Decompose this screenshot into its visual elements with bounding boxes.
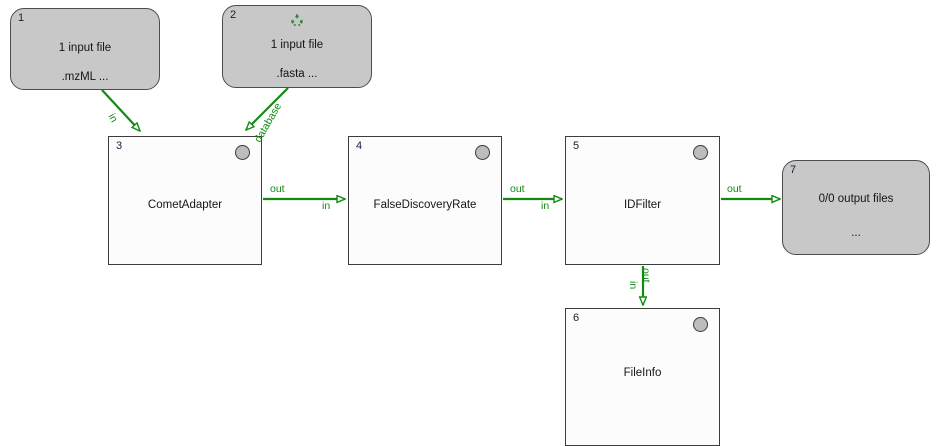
node-6-file-info[interactable]: 6 FileInfo (565, 308, 720, 446)
node-output-count: 0/0 output files (818, 193, 894, 205)
status-indicator-icon[interactable] (235, 145, 250, 160)
node-3-comet-adapter[interactable]: 3 CometAdapter (108, 136, 262, 265)
status-indicator-icon[interactable] (693, 317, 708, 332)
node-input-count: 1 input file (58, 42, 112, 54)
node-number: 5 (573, 140, 580, 152)
node-title: FalseDiscoveryRate (373, 199, 477, 211)
node-7-output-files[interactable]: 7 0/0 output files ... (782, 160, 930, 255)
node-file-extension: .mzML ... (61, 71, 109, 83)
edge-2-to-3[interactable] (246, 87, 289, 130)
node-file-extension: .fasta ... (276, 68, 318, 80)
node-title: FileInfo (623, 367, 662, 379)
node-number: 6 (573, 312, 580, 324)
node-number: 2 (230, 9, 237, 21)
edge-label-4-out: out (510, 183, 525, 195)
edge-1-to-3[interactable] (101, 89, 140, 131)
edge-label-6-in-vertical: in (627, 281, 639, 290)
node-4-false-discovery-rate[interactable]: 4 FalseDiscoveryRate (348, 136, 502, 265)
node-number: 3 (116, 140, 123, 152)
status-indicator-icon[interactable] (693, 145, 708, 160)
node-title: CometAdapter (147, 199, 223, 211)
node-title: IDFilter (623, 199, 662, 211)
node-2-input-file[interactable]: 2 1 input file .fasta ... (222, 5, 372, 88)
node-number: 1 (18, 12, 25, 24)
node-5-id-filter[interactable]: 5 IDFilter (565, 136, 720, 265)
edge-label-4-in: in (322, 200, 331, 212)
edge-label-3-out: out (270, 183, 285, 195)
edge-label-5-out-vertical: out (640, 268, 652, 283)
edge-label-5-in: in (541, 200, 550, 212)
node-output-ellipsis: ... (851, 227, 861, 239)
edge-label-5-out: out (727, 183, 742, 195)
node-number: 7 (790, 164, 797, 176)
node-input-count: 1 input file (270, 39, 324, 51)
recycle-icon (289, 12, 305, 28)
status-indicator-icon[interactable] (475, 145, 490, 160)
node-number: 4 (356, 140, 363, 152)
node-1-input-file[interactable]: 1 1 input file .mzML ... (10, 8, 160, 90)
